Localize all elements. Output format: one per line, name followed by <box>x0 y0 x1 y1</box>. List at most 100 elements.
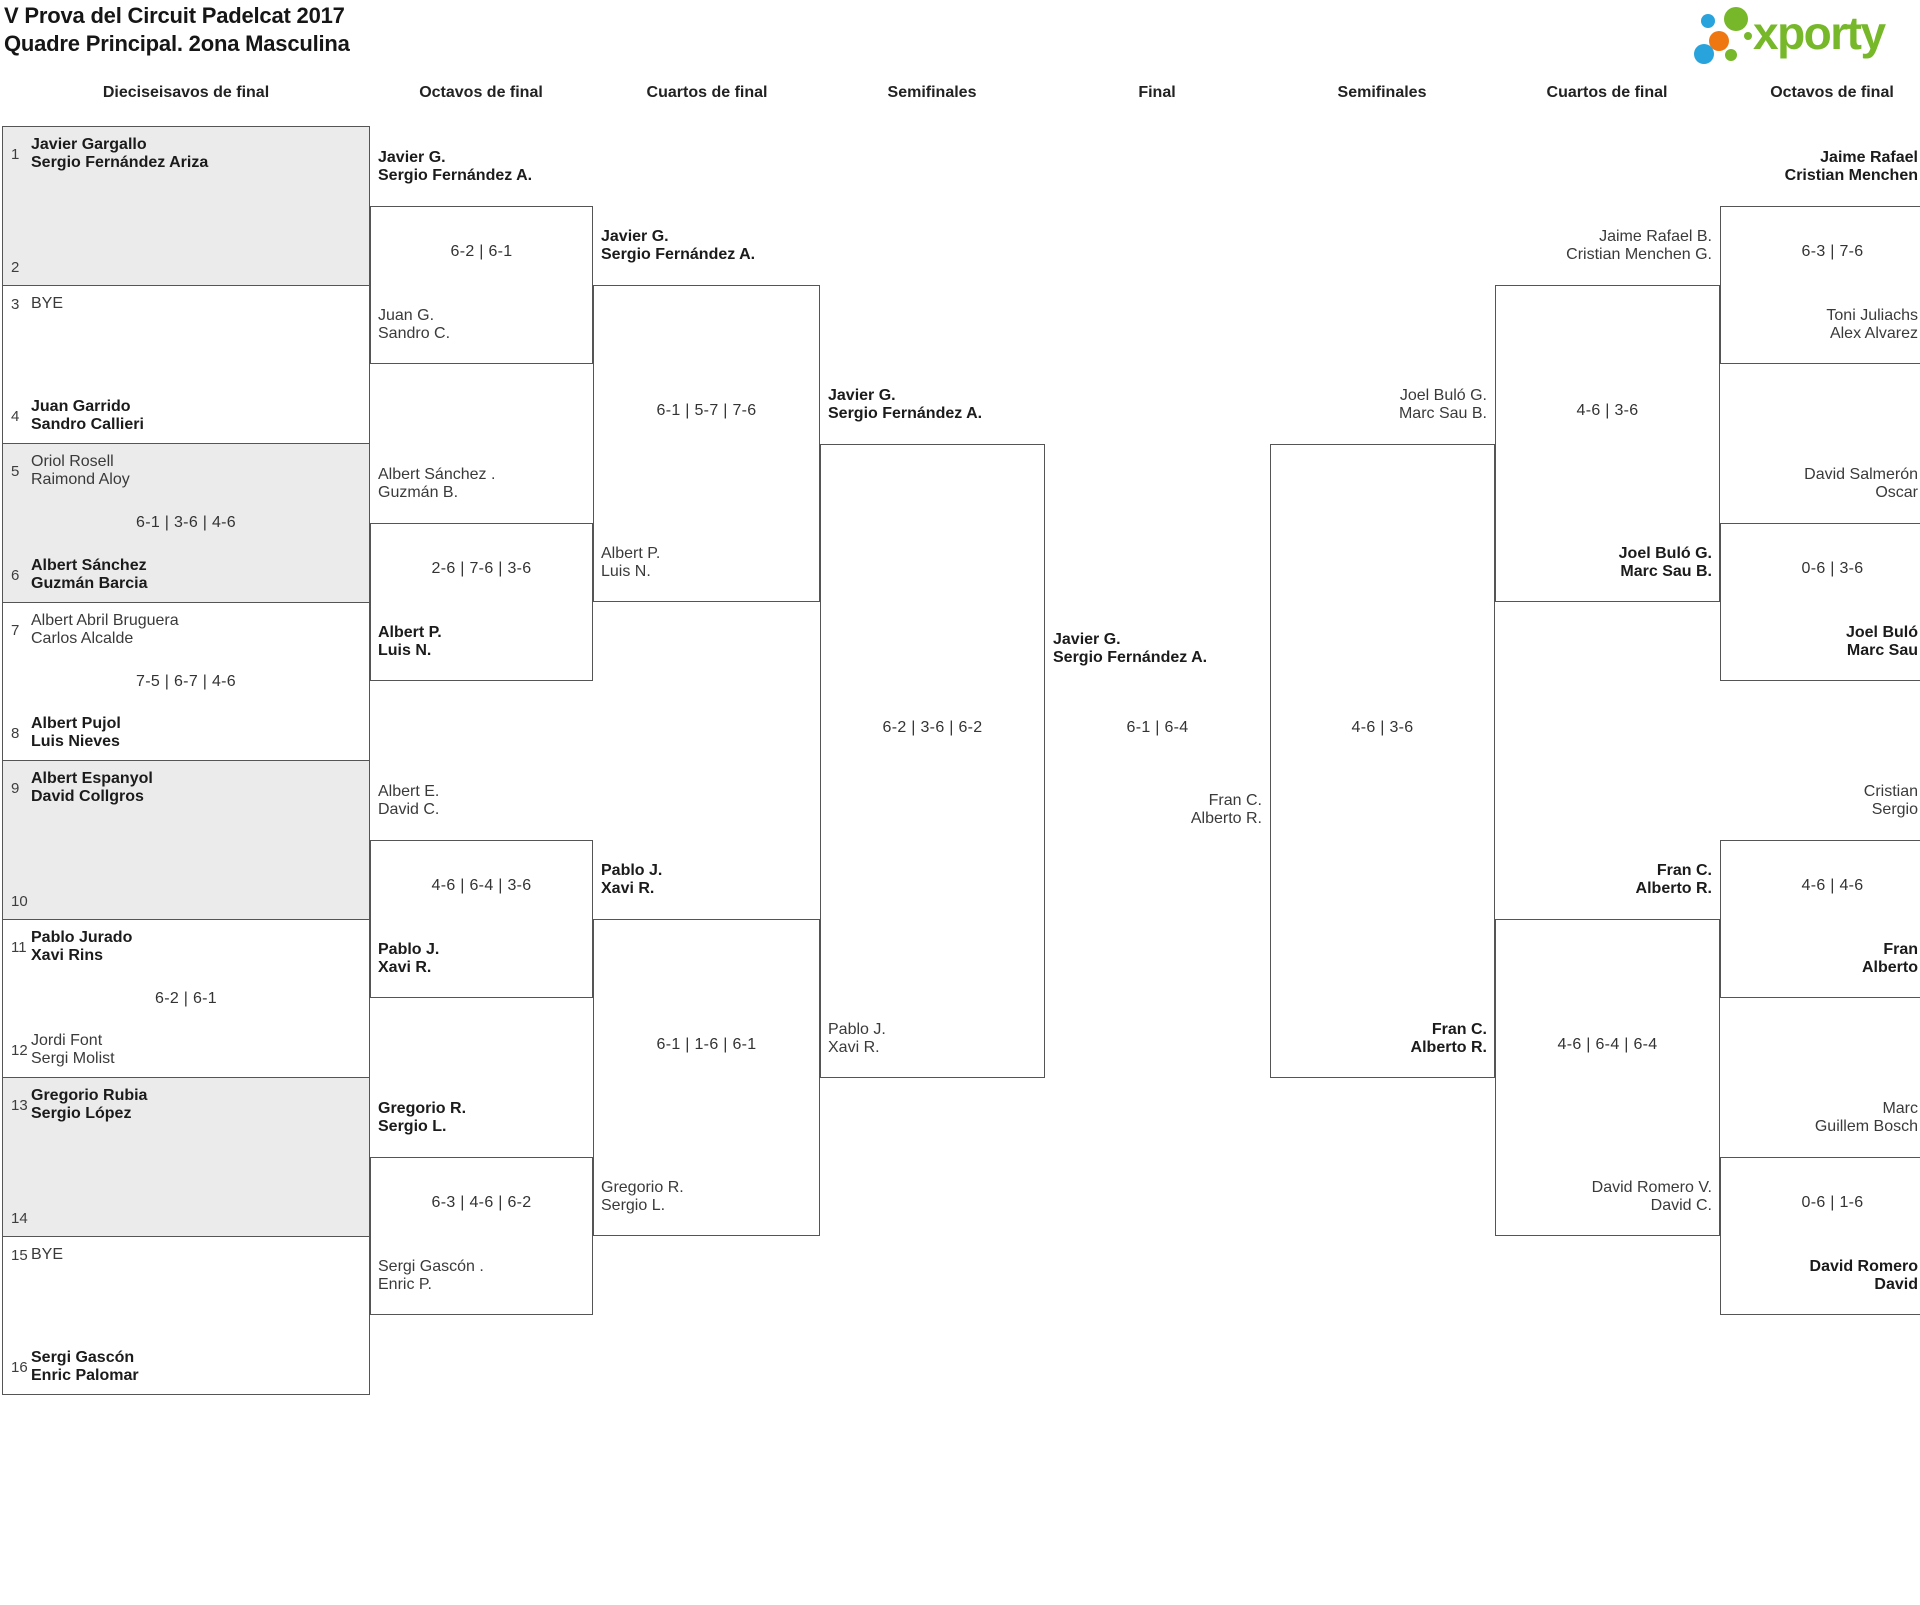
team-name-line: Juan Garrido <box>31 398 131 415</box>
team-label: Javier G.Sergio Fernández A. <box>828 387 982 423</box>
team-label: Pablo J.Xavi R. <box>828 1021 886 1057</box>
team-label-line: Oscar <box>1875 483 1918 501</box>
team-label-line: Enric P. <box>378 1276 432 1293</box>
team-label: Fran C.Alberto R. <box>1191 792 1262 828</box>
team-label-line: Alex Alvarez <box>1829 325 1918 342</box>
team-label-line: Luis N. <box>601 563 651 580</box>
match-box <box>1270 443 1495 1078</box>
page-title: V Prova del Circuit Padelcat 2017 <box>4 3 345 28</box>
team-name-line: Raimond Aloy <box>31 471 130 488</box>
team-label-line: Toni Juliachs <box>1826 307 1918 324</box>
xporty-logo[interactable]: xporty <box>1690 2 1920 68</box>
team-label-line: Alberto R. <box>1635 880 1712 897</box>
match-box <box>1720 522 1920 681</box>
team-label-line: Guzmán B. <box>378 483 459 501</box>
team-label: Pablo J.Xavi R. <box>601 862 662 898</box>
match-score: 6-1 | 3-6 | 4-6 <box>136 514 236 531</box>
slot-number: 12 <box>11 1041 28 1059</box>
slot-number: 16 <box>11 1358 28 1376</box>
team-name-line: Enric Palomar <box>31 1367 139 1384</box>
slot-number: 1 <box>11 145 20 163</box>
match-score: 4-6 | 3-6 <box>1351 718 1414 736</box>
team-name-line: Guzmán Barcia <box>31 575 148 592</box>
match-score: 6-1 | 1-6 | 6-1 <box>656 1035 757 1053</box>
team-name-line: David Collgros <box>31 788 144 805</box>
team-label-line: Marc <box>1882 1099 1918 1117</box>
team-label-line: Fran C. <box>1431 1020 1487 1038</box>
slot-number: 7 <box>11 621 20 639</box>
team-label: Gregorio R.Sergio L. <box>378 1100 466 1136</box>
logo-dot-icon <box>1725 49 1737 61</box>
team-label: Fran C.Alberto R. <box>1636 862 1712 898</box>
team-label-line: Albert E. <box>378 782 440 800</box>
round-header: Dieciseisavos de final <box>102 84 270 101</box>
team-name-line: Gregorio Rubia <box>31 1087 148 1104</box>
round-header: Semifinales <box>887 84 977 101</box>
logo-dot-icon <box>1724 7 1748 31</box>
team-label-line: David <box>1874 1276 1918 1293</box>
team-name-line: Javier Gargallo <box>31 136 147 153</box>
match-score: 6-1 | 5-7 | 7-6 <box>656 401 757 419</box>
round-header: Cuartos de final <box>646 84 768 101</box>
team-label-line: David Romero <box>1809 1258 1918 1275</box>
slot-number: 4 <box>11 407 20 425</box>
match-score: 6-1 | 6-4 <box>1126 719 1189 736</box>
team-label-line: Pablo J. <box>378 941 440 958</box>
logo-dot-icon <box>1709 31 1729 51</box>
team-label-line: Javier G. <box>601 228 669 245</box>
team-name-line: Albert Pujol <box>31 715 121 732</box>
team-slot: 2 <box>3 259 369 276</box>
match-box <box>370 1156 593 1315</box>
team-label: David Romero V.David C. <box>1592 1179 1712 1215</box>
team-label-line: Marc Sau B. <box>1620 563 1712 580</box>
team-name-line: BYE <box>31 295 64 312</box>
team-label-line: Javier G. <box>828 386 896 404</box>
logo-dot-icon <box>1694 44 1714 64</box>
team-name-line: Sergi Molist <box>31 1050 115 1067</box>
slot-number: 9 <box>11 779 20 797</box>
team-label-line: Sergi Gascón . <box>378 1258 484 1275</box>
team-label: Sergi Gascón .Enric P. <box>378 1258 484 1294</box>
round-header: Final <box>1138 84 1176 101</box>
match-score: 4-6 | 6-4 | 6-4 <box>1557 1035 1658 1053</box>
slot-number: 11 <box>11 938 27 956</box>
match-box <box>370 205 593 364</box>
team-label-line: David C. <box>1650 1197 1712 1214</box>
team-label-line: Sergio Fernández A. <box>378 166 533 184</box>
team-label-line: Pablo J. <box>828 1020 886 1038</box>
team-label-line: David Romero V. <box>1591 1179 1712 1196</box>
team-label-line: Joel Buló G. <box>1618 545 1712 562</box>
team-label-line: Cristian <box>1863 782 1918 800</box>
match-score: 0-6 | 3-6 <box>1801 559 1864 577</box>
logo-wordmark: xporty <box>1753 7 1886 59</box>
team-label: Joel Buló G.Marc Sau B. <box>1619 545 1712 581</box>
team-slot: 10 <box>3 893 369 910</box>
round-header: Cuartos de final <box>1546 84 1668 101</box>
match-box <box>1720 839 1920 998</box>
team-label-line: Alberto R. <box>1190 810 1262 827</box>
team-name-line: Luis Nieves <box>31 733 120 750</box>
team-slot: 14 <box>3 1210 369 1227</box>
match-score: 6-2 | 6-1 <box>450 242 513 260</box>
